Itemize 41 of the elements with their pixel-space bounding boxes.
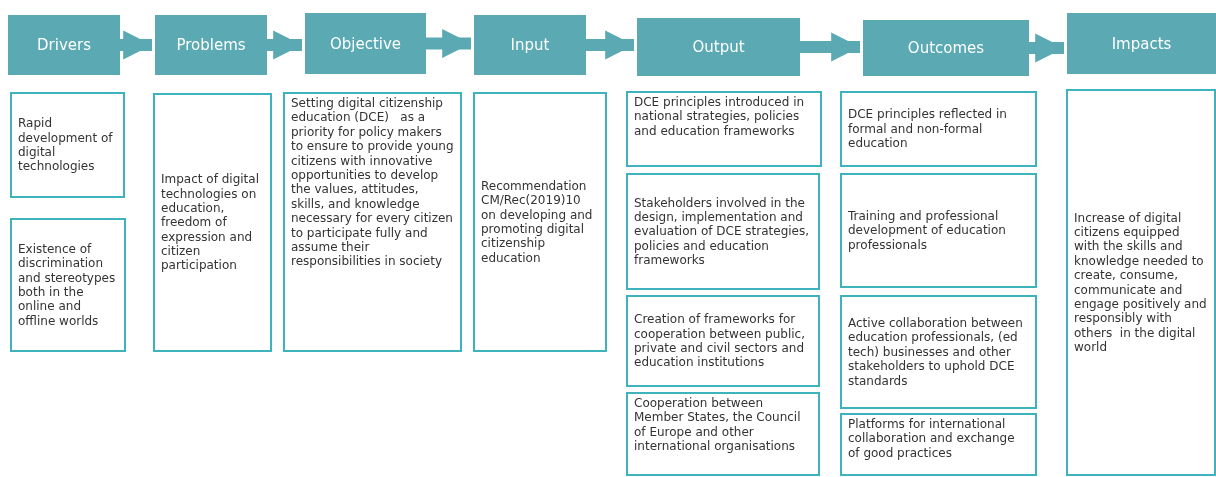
stage-header: Objective bbox=[305, 13, 426, 74]
stage-header: Output bbox=[637, 18, 800, 76]
text-box bbox=[840, 295, 1037, 409]
text-box bbox=[626, 295, 820, 387]
stage-header: Input bbox=[474, 15, 586, 75]
arrow bbox=[1029, 33, 1064, 63]
arrow bbox=[120, 30, 152, 60]
text-box bbox=[1066, 89, 1216, 476]
stage-header: Outcomes bbox=[863, 20, 1029, 76]
stage-header: Problems bbox=[155, 15, 267, 75]
text-box bbox=[153, 93, 272, 352]
box-text: Setting digital citizenship education (DCE) as a priority for policy makers to ensure to provide young citizens with innovative opportunities to develop the values, attitudes, skills, and knowledge necessary for every citizen to participate fully and assume their responsibilities in society bbox=[291, 96, 454, 269]
box-text: Platforms for international collaboration and exchange of good practices bbox=[848, 417, 1016, 461]
box-text: Rapid development of digital technologies bbox=[18, 116, 114, 174]
box-text: Active collaboration between education professionals, (ed tech) businesses and other stakeholders to uphold DCE standards bbox=[848, 316, 1024, 388]
arrow bbox=[800, 32, 860, 62]
arrow bbox=[267, 30, 302, 60]
stage-header: Drivers bbox=[8, 15, 120, 75]
text-box bbox=[840, 413, 1037, 476]
text-box bbox=[10, 218, 126, 352]
box-text: Training and professional development of education professionals bbox=[848, 208, 1007, 253]
box-text: Creation of frameworks for cooperation between public, private and civil sectors and education institutions bbox=[634, 312, 806, 370]
stage-header: Impacts bbox=[1067, 13, 1216, 74]
text-box bbox=[10, 92, 125, 198]
arrow bbox=[426, 29, 471, 58]
box-text: DCE principles introduced in national strategies, policies and education frameworks bbox=[634, 95, 806, 139]
text-box bbox=[473, 92, 607, 352]
text-box bbox=[626, 392, 820, 476]
box-text: Existence of discrimination and stereotypes both in the online and offline worlds bbox=[18, 241, 117, 329]
box-text: Cooperation between Member States, the Council of Europe and other international organisations bbox=[634, 396, 802, 454]
arrow bbox=[586, 30, 634, 60]
text-box bbox=[840, 173, 1037, 288]
text-box bbox=[283, 92, 462, 352]
text-box bbox=[840, 91, 1037, 167]
box-text: DCE principles reflected in formal and non-formal education bbox=[848, 107, 1008, 151]
box-text: Recommendation CM/Rec(2019)10 on developing and promoting digital citizenship education bbox=[481, 178, 594, 266]
box-text: Stakeholders involved in the design, implementation and evaluation of DCE strategies, policies and education frameworks bbox=[634, 195, 811, 268]
text-box bbox=[626, 173, 820, 290]
box-text: Impact of digital technologies on education, freedom of expression and citizen participation bbox=[161, 172, 260, 273]
text-box bbox=[626, 91, 822, 167]
box-text: Increase of digital citizens equipped with the skills and knowledge needed to create, consume, communicate and engage positively and responsibly with others in the digital world bbox=[1074, 210, 1208, 355]
